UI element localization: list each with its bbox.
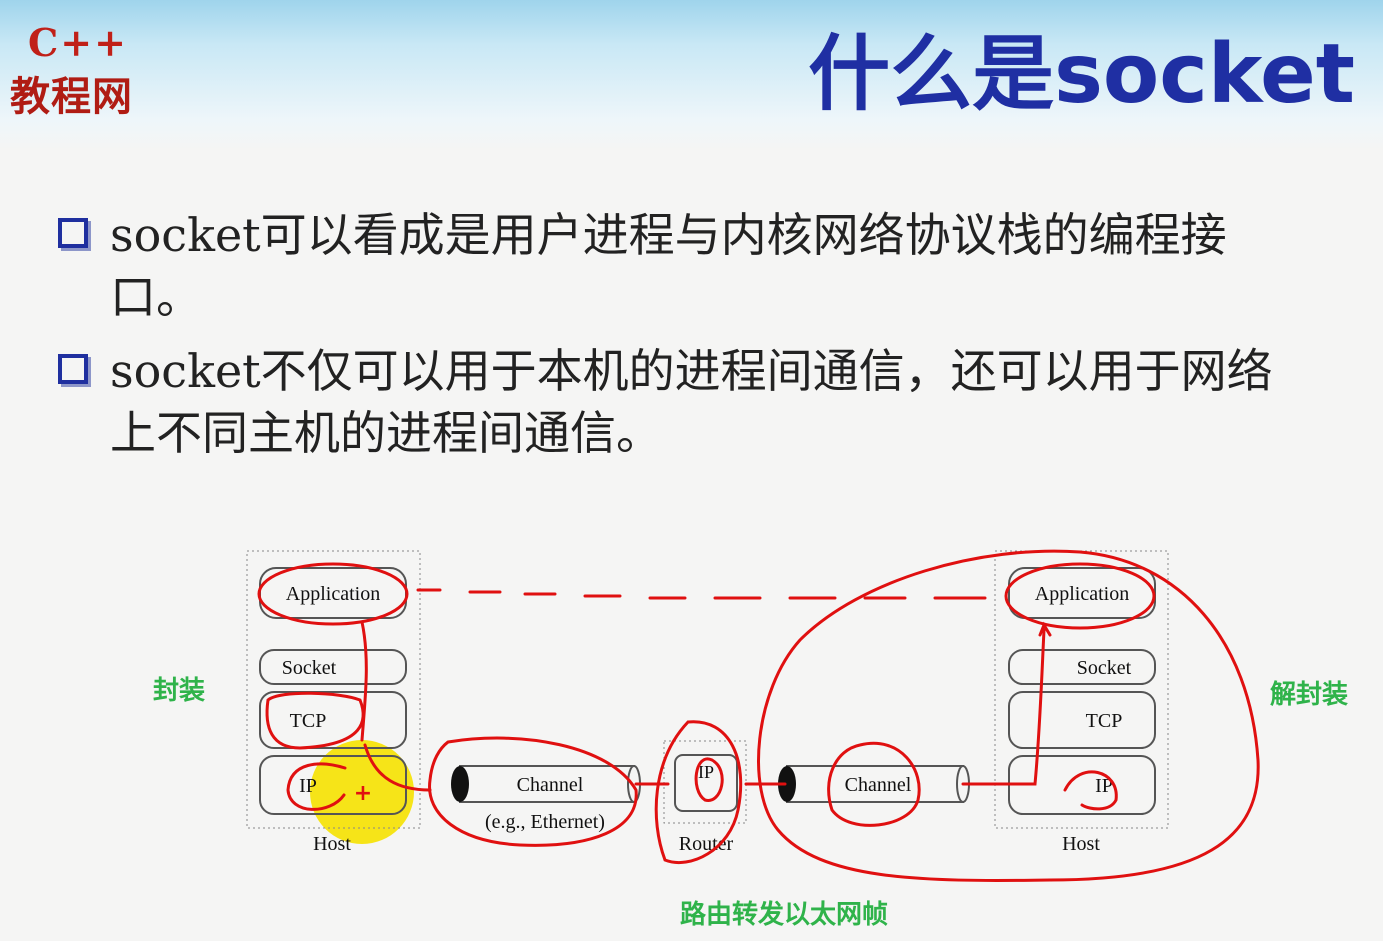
left-host-box xyxy=(246,550,421,829)
channel-1-end xyxy=(451,766,469,802)
bullet-1: socket可以看成是用户进程与内核网络协议栈的编程接口。 xyxy=(58,204,1318,328)
left-host-label: Host xyxy=(313,833,351,855)
slide-title: 什么是socket xyxy=(808,27,1355,122)
right-socket-label: Socket xyxy=(1077,657,1132,679)
left-ip-label: IP xyxy=(299,775,317,797)
left-socket-layer xyxy=(259,649,407,685)
checkbox-bullet-icon xyxy=(58,354,88,384)
right-host-label: Host xyxy=(1062,833,1100,855)
router-ip-label: IP xyxy=(698,762,714,782)
left-ip-layer xyxy=(259,755,407,815)
router-box xyxy=(663,740,747,824)
left-tcp-layer xyxy=(259,691,407,749)
bullet-1-text: socket可以看成是用户进程与内核网络协议栈的编程接口。 xyxy=(110,208,1227,324)
plus-mark: + xyxy=(354,781,372,806)
left-socket-label: Socket xyxy=(282,657,337,679)
right-socket-layer xyxy=(1008,649,1156,685)
channel-2-end xyxy=(778,766,796,802)
right-ip-label: IP xyxy=(1095,775,1113,797)
channel-1-sublabel: (e.g., Ethernet) xyxy=(485,811,605,833)
pen-annotations xyxy=(257,549,1260,882)
channel-2-label: Channel xyxy=(845,774,912,796)
logo-site-name: 教程网 xyxy=(10,74,133,120)
left-tcp-label: TCP xyxy=(290,710,327,732)
note-decapsulate: 解封装 xyxy=(1270,680,1349,710)
router-label: Router xyxy=(679,833,734,855)
note-encapsulate: 封装 xyxy=(153,676,206,706)
channel-1-label: Channel xyxy=(517,774,584,796)
router-ip-layer xyxy=(674,754,738,812)
logo-cpp: C++ xyxy=(28,20,128,65)
slide-header xyxy=(0,0,1383,150)
bullet-2-text: socket不仅可以用于本机的进程间通信，还可以用于网络上不同主机的进程间通信。 xyxy=(110,344,1273,460)
right-tcp-layer xyxy=(1008,691,1156,749)
note-routing: 路由转发以太网帧 xyxy=(680,900,889,930)
right-application-label: Application xyxy=(1035,583,1129,605)
right-tcp-label: TCP xyxy=(1086,710,1123,732)
left-application-label: Application xyxy=(286,583,380,605)
checkbox-bullet-icon xyxy=(58,218,88,248)
bullet-2: socket不仅可以用于本机的进程间通信，还可以用于网络上不同主机的进程间通信。 xyxy=(58,340,1318,464)
